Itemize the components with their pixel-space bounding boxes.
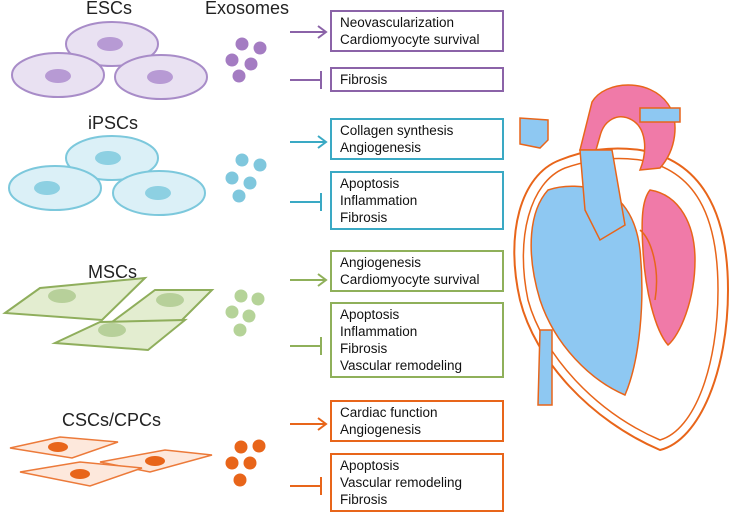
box-line: Vascular remodeling	[340, 358, 463, 373]
box-line: Angiogenesis	[340, 255, 422, 270]
esc-promote-box: Neovascularization Cardiomyocyte surviva…	[330, 10, 504, 52]
csc-label: CSCs/CPCs	[62, 410, 162, 430]
msc-exosomes	[225, 289, 265, 337]
box-line: Fibrosis	[340, 210, 388, 225]
box-line: Angiogenesis	[340, 140, 422, 155]
ipsc-promote-box: Collagen synthesis Angiogenesis	[330, 118, 504, 160]
box-line: Vascular remodeling	[340, 475, 463, 490]
promote-arrows	[290, 25, 328, 431]
box-line: Collagen synthesis	[340, 123, 454, 138]
inhibit-lines	[290, 71, 322, 495]
msc-cells	[2, 276, 215, 352]
box-line: Cardiac function	[340, 405, 438, 420]
ipsc-label: iPSCs	[88, 113, 139, 133]
box-line: Apoptosis	[340, 307, 400, 322]
csc-cells	[9, 436, 213, 487]
msc-promote-box: Angiogenesis Cardiomyocyte survival	[330, 250, 504, 292]
box-line: Fibrosis	[340, 492, 388, 507]
exosomes-label: Exosomes	[205, 0, 290, 18]
msc-label: MSCs	[88, 262, 137, 282]
esc-label: ESCs	[86, 0, 133, 18]
box-line: Cardiomyocyte survival	[340, 272, 480, 287]
esc-cells	[11, 21, 208, 100]
box-line: Fibrosis	[340, 72, 388, 87]
heart-illustration	[513, 84, 730, 452]
esc-exosomes	[225, 37, 267, 83]
box-line: Fibrosis	[340, 341, 388, 356]
csc-exosomes	[225, 439, 266, 487]
box-line: Inflammation	[340, 193, 418, 208]
box-line: Apoptosis	[340, 176, 400, 191]
csc-promote-box: Cardiac function Angiogenesis	[330, 400, 504, 442]
box-line: Cardiomyocyte survival	[340, 32, 480, 47]
csc-inhibit-box: Apoptosis Vascular remodeling Fibrosis	[330, 453, 504, 512]
box-line: Inflammation	[340, 324, 418, 339]
ipsc-cells	[8, 135, 206, 216]
box-line: Neovascularization	[340, 15, 455, 30]
esc-inhibit-box: Fibrosis	[330, 67, 504, 92]
box-line: Apoptosis	[340, 458, 400, 473]
msc-inhibit-box: Apoptosis Inflammation Fibrosis Vascular…	[330, 302, 504, 378]
ipsc-exosomes	[225, 153, 267, 203]
box-line: Angiogenesis	[340, 422, 422, 437]
ipsc-inhibit-box: Apoptosis Inflammation Fibrosis	[330, 171, 504, 230]
